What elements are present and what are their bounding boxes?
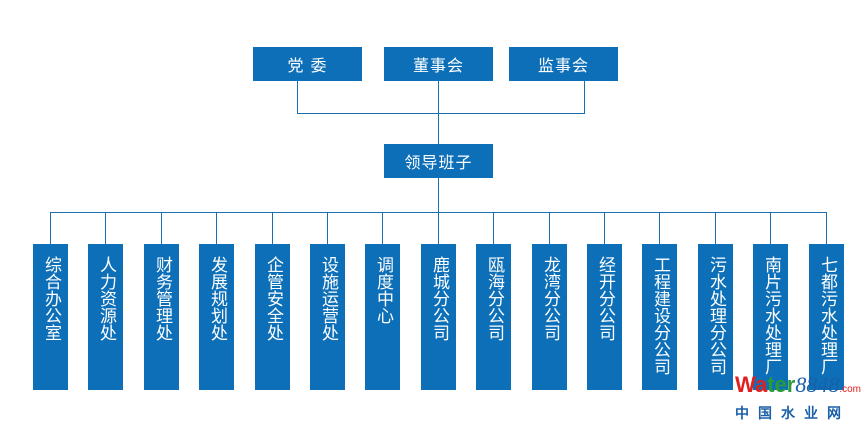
box-label: 领导班子 <box>404 153 473 172</box>
connector-line <box>493 212 494 244</box>
box-label: 财务管理处 <box>152 256 172 341</box>
connector-line <box>105 212 106 244</box>
box-department: 企管安全处 <box>255 244 290 390</box>
box-department: 发展规划处 <box>199 244 234 390</box>
box-label: 经开分公司 <box>595 256 615 341</box>
connector-line <box>604 212 605 244</box>
connector-line <box>715 212 716 244</box>
connector-line <box>216 212 217 244</box>
connector-line <box>659 212 660 244</box>
box-label: 设施运营处 <box>318 256 338 341</box>
box-department: 污水处理分公司 <box>698 244 733 390</box>
box-label: 董事会 <box>412 56 464 75</box>
box-department: 设施运营处 <box>310 244 345 390</box>
box-label: 龙湾分公司 <box>540 256 560 341</box>
box-department: 鹿城分公司 <box>421 244 456 390</box>
box-label: 综合办公室 <box>41 256 61 341</box>
connector-line <box>549 212 550 244</box>
box-label: 人力资源处 <box>96 256 116 341</box>
box-department: 龙湾分公司 <box>532 244 567 390</box>
connector-line <box>584 81 585 113</box>
box-label: 瓯海分公司 <box>484 256 504 341</box>
box-label: 发展规划处 <box>207 256 227 341</box>
box-department: 综合办公室 <box>33 244 68 390</box>
box-label: 七都污水处理厂 <box>817 256 837 375</box>
box-leadership: 领导班子 <box>384 144 493 178</box>
box-department: 调度中心 <box>365 244 400 390</box>
connector-line <box>438 178 439 212</box>
connector-line <box>297 113 585 114</box>
box-label: 南片污水处理厂 <box>761 256 781 375</box>
connector-line <box>327 212 328 244</box>
watermark-subtitle: 中国水业网 <box>735 406 850 422</box>
box-department: 工程建设分公司 <box>642 244 677 390</box>
watermark-logo: Water8848.com 中国水业网 <box>735 372 861 423</box>
box-label: 监事会 <box>537 56 589 75</box>
box-department: 南片污水处理厂 <box>753 244 788 390</box>
box-label: 鹿城分公司 <box>429 256 449 341</box>
box-department: 七都污水处理厂 <box>809 244 844 390</box>
connector-line <box>770 212 771 244</box>
connector-line <box>50 212 51 244</box>
connector-line <box>161 212 162 244</box>
connector-line <box>438 212 439 244</box>
box-party-committee: 党 委 <box>253 47 362 81</box>
box-label: 调度中心 <box>373 256 393 324</box>
box-label: 污水处理分公司 <box>706 256 726 375</box>
box-label: 党 委 <box>287 56 328 75</box>
box-department: 瓯海分公司 <box>476 244 511 390</box>
connector-line <box>297 81 298 113</box>
connector-line <box>438 81 439 144</box>
box-supervisory-board: 监事会 <box>509 47 618 81</box>
connector-line <box>382 212 383 244</box>
connector-line <box>826 212 827 244</box>
box-label: 企管安全处 <box>263 256 283 341</box>
box-department: 经开分公司 <box>587 244 622 390</box>
connector-line <box>272 212 273 244</box>
box-department: 财务管理处 <box>144 244 179 390</box>
box-department: 人力资源处 <box>88 244 123 390</box>
box-board-of-directors: 董事会 <box>384 47 493 81</box>
box-label: 工程建设分公司 <box>650 256 670 375</box>
